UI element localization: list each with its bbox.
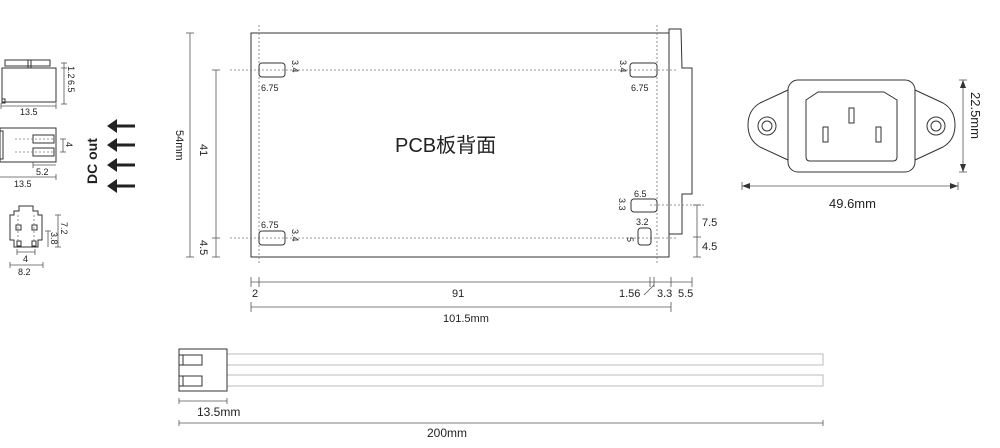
cable-assembly: 13.5mm 200mm [178, 348, 824, 440]
front-pitch-label: 4 [23, 254, 28, 264]
pcb-width-label: 101.5mm [443, 313, 489, 325]
hole-tr-height: 3.4 [618, 60, 628, 73]
iec-width-label: 49.6mm [829, 196, 876, 211]
hole-br1-width: 6.5 [634, 189, 647, 199]
connector-top-view: 4 5.2 13.5 [0, 127, 74, 189]
arrow-left-icon [107, 179, 135, 193]
hole-tr-width: 6.75 [631, 83, 649, 93]
hole-bl-width: 6.75 [261, 220, 279, 230]
mount-hole-top-right [629, 62, 658, 78]
hole-tl-height: 3.4 [290, 60, 300, 73]
arrow-left-icon [107, 158, 135, 172]
arrow-left-icon [107, 119, 135, 133]
side-h1-label: 1.2 [66, 66, 76, 79]
pcb-title: PCB板背面 [395, 134, 496, 157]
mount-hole-bottom-right-2 [637, 227, 652, 246]
arrow-left-icon [107, 138, 135, 152]
dim-e-label: 5.5 [678, 288, 693, 300]
dim-b-label: 91 [452, 288, 464, 300]
hole-br2-width: 3.2 [636, 217, 649, 227]
top-pin-width-label: 5.2 [36, 167, 49, 177]
top-pin-gap-label: 4 [64, 142, 74, 147]
pcb-vertical-dimensions: 54mm 41 4.5 [173, 32, 220, 258]
pcb-horizontal-dimensions: 2 91 1.56 3.3 5.5 101.5mm [250, 277, 693, 325]
top-width-label: 13.5 [14, 179, 32, 189]
bottom-offset-label: 4.5 [197, 240, 209, 255]
hole-spacing-label: 41 [197, 144, 209, 156]
connector-length-label: 13.5mm [197, 405, 240, 419]
dc-out-label: DC out [84, 138, 100, 184]
pcb-board: PCB板背面 6.75 3.4 6.75 3.4 6.75 3.4 6.5 3.… [230, 25, 705, 265]
mount-hole-bottom-left [258, 230, 286, 246]
dim-c-label: 1.56 [619, 288, 640, 300]
front-width-label: 8.2 [18, 267, 31, 277]
connector-side-view: 1.2 6.5 13.5 [0, 59, 76, 117]
pcb-height-label: 54mm [173, 130, 185, 161]
mount-hole-bottom-right-1 [630, 198, 658, 213]
hole-bl-height: 3.4 [290, 229, 300, 242]
dim-a-label: 2 [252, 288, 258, 300]
cable-length-label: 200mm [427, 426, 467, 440]
iec-socket: 49.6mm 22.5mm [741, 79, 983, 211]
hole-tl-width: 6.75 [261, 83, 279, 93]
side-h2-label: 6.5 [66, 80, 76, 93]
right-dim-b: 4.5 [702, 241, 717, 253]
dc-out-arrows [107, 119, 135, 193]
dim-d-label: 3.3 [657, 288, 672, 300]
hole-br1-height: 3.3 [617, 198, 627, 211]
iec-height-label: 22.5mm [968, 92, 983, 139]
connector-front-view: 7.2 3.8 4 8.2 [9, 205, 69, 277]
mount-hole-top-left [258, 62, 286, 78]
pcb-right-dimensions: 7.5 4.5 [693, 204, 717, 258]
side-width-label: 13.5 [20, 107, 38, 117]
front-height-label: 7.2 [59, 222, 69, 235]
right-dim-a: 7.5 [702, 217, 717, 229]
front-height2-label: 3.8 [49, 232, 59, 245]
hole-br2-height: 5 [625, 237, 635, 242]
